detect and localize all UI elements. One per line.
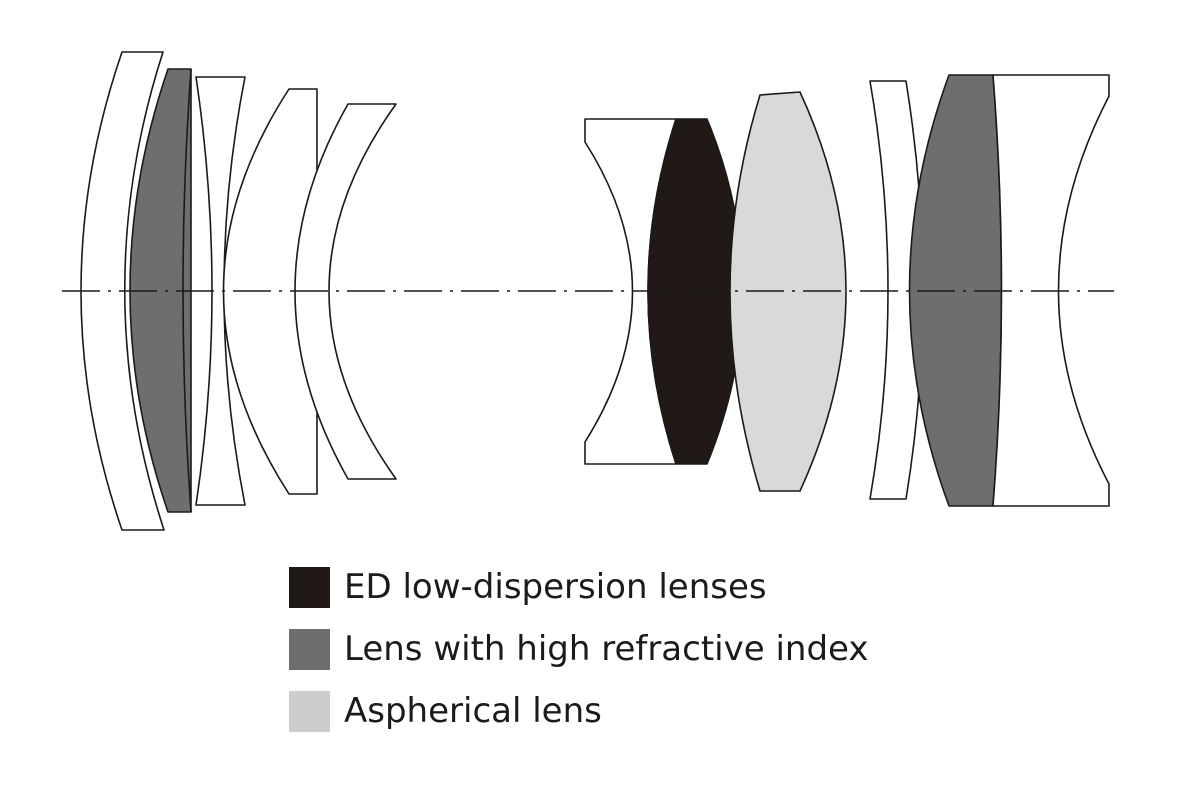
- swatch-ed-lens: [289, 566, 330, 608]
- lens-element-2-high-index: [129, 68, 192, 513]
- legend-label-aspherical: Aspherical lens: [344, 691, 602, 731]
- lens-construction-diagram: [62, 51, 1114, 531]
- swatch-high-index-lens: [289, 628, 330, 670]
- legend-item-ed: ED low-dispersion lenses: [289, 566, 868, 608]
- swatch-aspherical-lens: [289, 690, 330, 732]
- legend-label-high-index: Lens with high refractive index: [344, 629, 869, 669]
- lens-element-3: [195, 76, 246, 506]
- legend: ED low-dispersion lenses Lens with high …: [289, 566, 868, 752]
- lens-element-5: [294, 103, 397, 480]
- legend-label-ed: ED low-dispersion lenses: [344, 567, 767, 607]
- lens-element-8-aspherical: [729, 91, 847, 492]
- legend-item-high-index: Lens with high refractive index: [289, 628, 868, 670]
- legend-item-aspherical: Aspherical lens: [289, 690, 868, 732]
